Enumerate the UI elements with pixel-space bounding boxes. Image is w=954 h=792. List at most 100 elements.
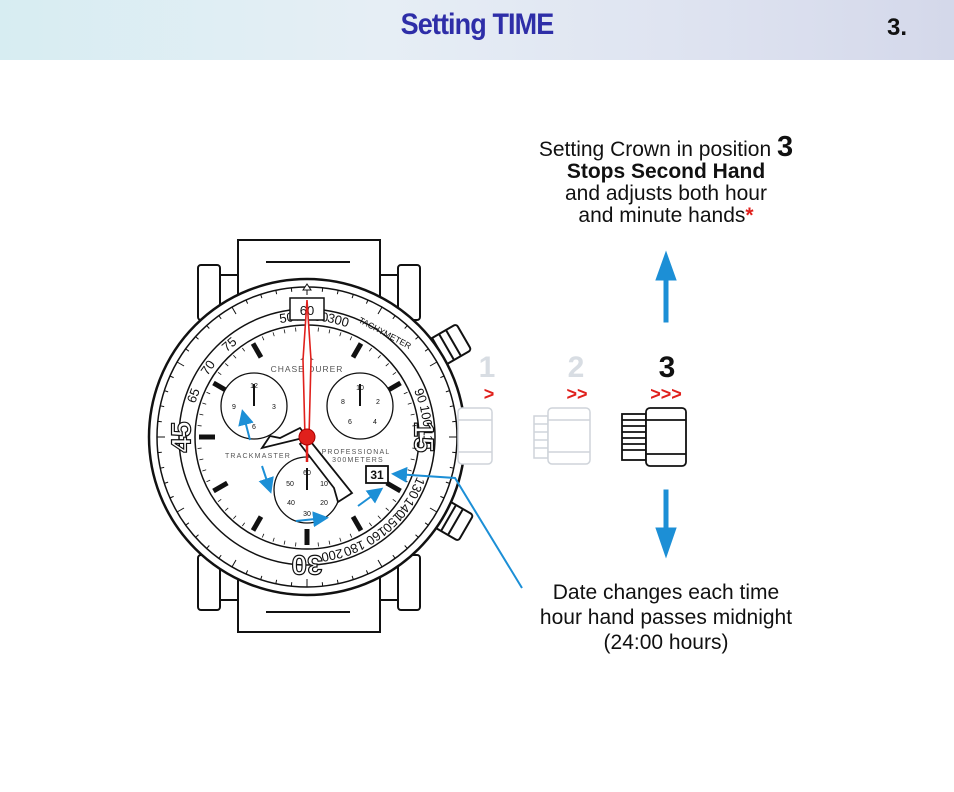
crown-position-2: 2 >>: [533, 351, 591, 465]
svg-text:20: 20: [320, 500, 328, 507]
bezel-tick: [195, 336, 199, 340]
crown-position-1: 1 >: [457, 351, 496, 465]
hour-marker: [350, 515, 364, 532]
minute-marker: [368, 522, 372, 527]
minute-marker: [261, 533, 265, 538]
bezel-tick: [404, 325, 408, 329]
minute-marker: [206, 391, 211, 395]
svg-text:9: 9: [232, 404, 236, 411]
bezel-tick: [429, 507, 438, 513]
tachymeter-number: 100: [417, 404, 436, 428]
bezel-tick: [445, 390, 450, 393]
tachymeter-number: 300: [326, 310, 351, 330]
svg-text:30: 30: [303, 511, 311, 518]
stops-line: Stops Second Hand: [566, 160, 766, 183]
svg-text:50: 50: [286, 481, 294, 488]
bezel-tick: [429, 361, 438, 367]
tachymeter-number: 65: [184, 386, 203, 405]
crown-position-number: 3: [777, 131, 794, 163]
header-bar: [0, 0, 954, 60]
minute-marker: [385, 507, 390, 511]
bezel-30: 30: [291, 550, 322, 581]
bezel-tick: [231, 306, 237, 315]
minute-marker: [392, 372, 397, 376]
minute-marker: [199, 458, 204, 461]
bezel-tick: [160, 405, 165, 408]
minute-marker: [233, 354, 237, 359]
crown-number-1: 1: [479, 351, 496, 384]
svg-text:10: 10: [320, 481, 328, 488]
hour-marker: [250, 342, 264, 359]
minute-marker: [283, 540, 286, 545]
hour-hand: [259, 426, 309, 450]
minute-marker: [368, 347, 372, 352]
svg-text:4: 4: [373, 419, 377, 426]
date-note: Date changes each time hour hand passes …: [516, 580, 816, 655]
date-note-line-2: hour hand passes midnight: [539, 606, 793, 629]
bezel-tick: [445, 481, 450, 484]
center-pin: [298, 428, 316, 446]
minute-marker: [403, 391, 408, 395]
minute-marker: [377, 354, 381, 359]
minute-marker: [233, 515, 237, 520]
bezel-tick: [449, 405, 454, 408]
minute-marker: [392, 498, 397, 502]
bezel-tick: [176, 507, 185, 513]
svg-text:6: 6: [348, 419, 352, 426]
depth-label: 300METERS: [332, 457, 384, 464]
bezel-tick: [206, 325, 210, 329]
crown-instruction: Setting Crown in position 3 Stops Second…: [516, 133, 816, 227]
tracker-label: TRACKMASTER: [225, 453, 291, 460]
vertical-arrows: [655, 250, 677, 559]
date-note-line-1: Date changes each time: [552, 581, 780, 604]
down-arrow-icon: [655, 489, 677, 559]
minute-marker: [261, 336, 265, 341]
hour-marker: [350, 342, 364, 359]
bezel-tick: [218, 315, 222, 320]
bezel-tick: [218, 554, 222, 559]
hour-marker: [212, 480, 229, 494]
bezel-tick: [404, 545, 408, 549]
bezel-tick: [449, 466, 454, 469]
svg-text:40: 40: [287, 500, 295, 507]
minute-marker: [217, 372, 222, 376]
minute-marker: [224, 363, 229, 367]
adjust-line-2: and minute hands*: [578, 204, 754, 227]
svg-text:2: 2: [376, 399, 380, 406]
watch-hands: [259, 299, 354, 504]
rotation-arrows: [238, 409, 384, 528]
minute-marker: [217, 498, 222, 502]
bezel-tick: [336, 579, 339, 584]
svg-text:31: 31: [370, 468, 384, 482]
svg-text:3: 3: [272, 404, 276, 411]
up-arrow-icon: [655, 250, 677, 323]
professional-label: PROFESSIONAL: [322, 449, 391, 456]
bezel-tick: [231, 559, 237, 568]
crown-number-3: 3: [659, 351, 676, 384]
minute-marker: [328, 540, 331, 545]
bezel-tick: [185, 522, 190, 526]
bezel-tick: [275, 290, 278, 295]
minute-marker: [272, 332, 275, 337]
crown-number-2: 2: [568, 351, 585, 384]
bezel-tick: [164, 390, 169, 393]
bezel-tick: [365, 299, 369, 304]
bezel-tick: [351, 294, 354, 299]
minute-marker: [410, 413, 415, 416]
minute-marker: [377, 515, 381, 520]
bezel-tick: [169, 495, 174, 499]
svg-text:8: 8: [341, 399, 345, 406]
asterisk: *: [745, 204, 754, 227]
bezel-tick: [164, 481, 169, 484]
crown-chevron-1: >: [484, 384, 495, 404]
bezel-tick: [440, 495, 445, 499]
minute-marker: [272, 537, 275, 542]
minute-marker: [407, 469, 412, 472]
minute-marker: [407, 402, 412, 405]
bezel-tick: [260, 575, 263, 580]
bezel-tick: [377, 559, 383, 568]
right-subdial: 10 2 8 4 6: [326, 372, 394, 440]
page-number: 3.: [886, 14, 907, 41]
crown-chevron-2: >>: [566, 384, 587, 404]
